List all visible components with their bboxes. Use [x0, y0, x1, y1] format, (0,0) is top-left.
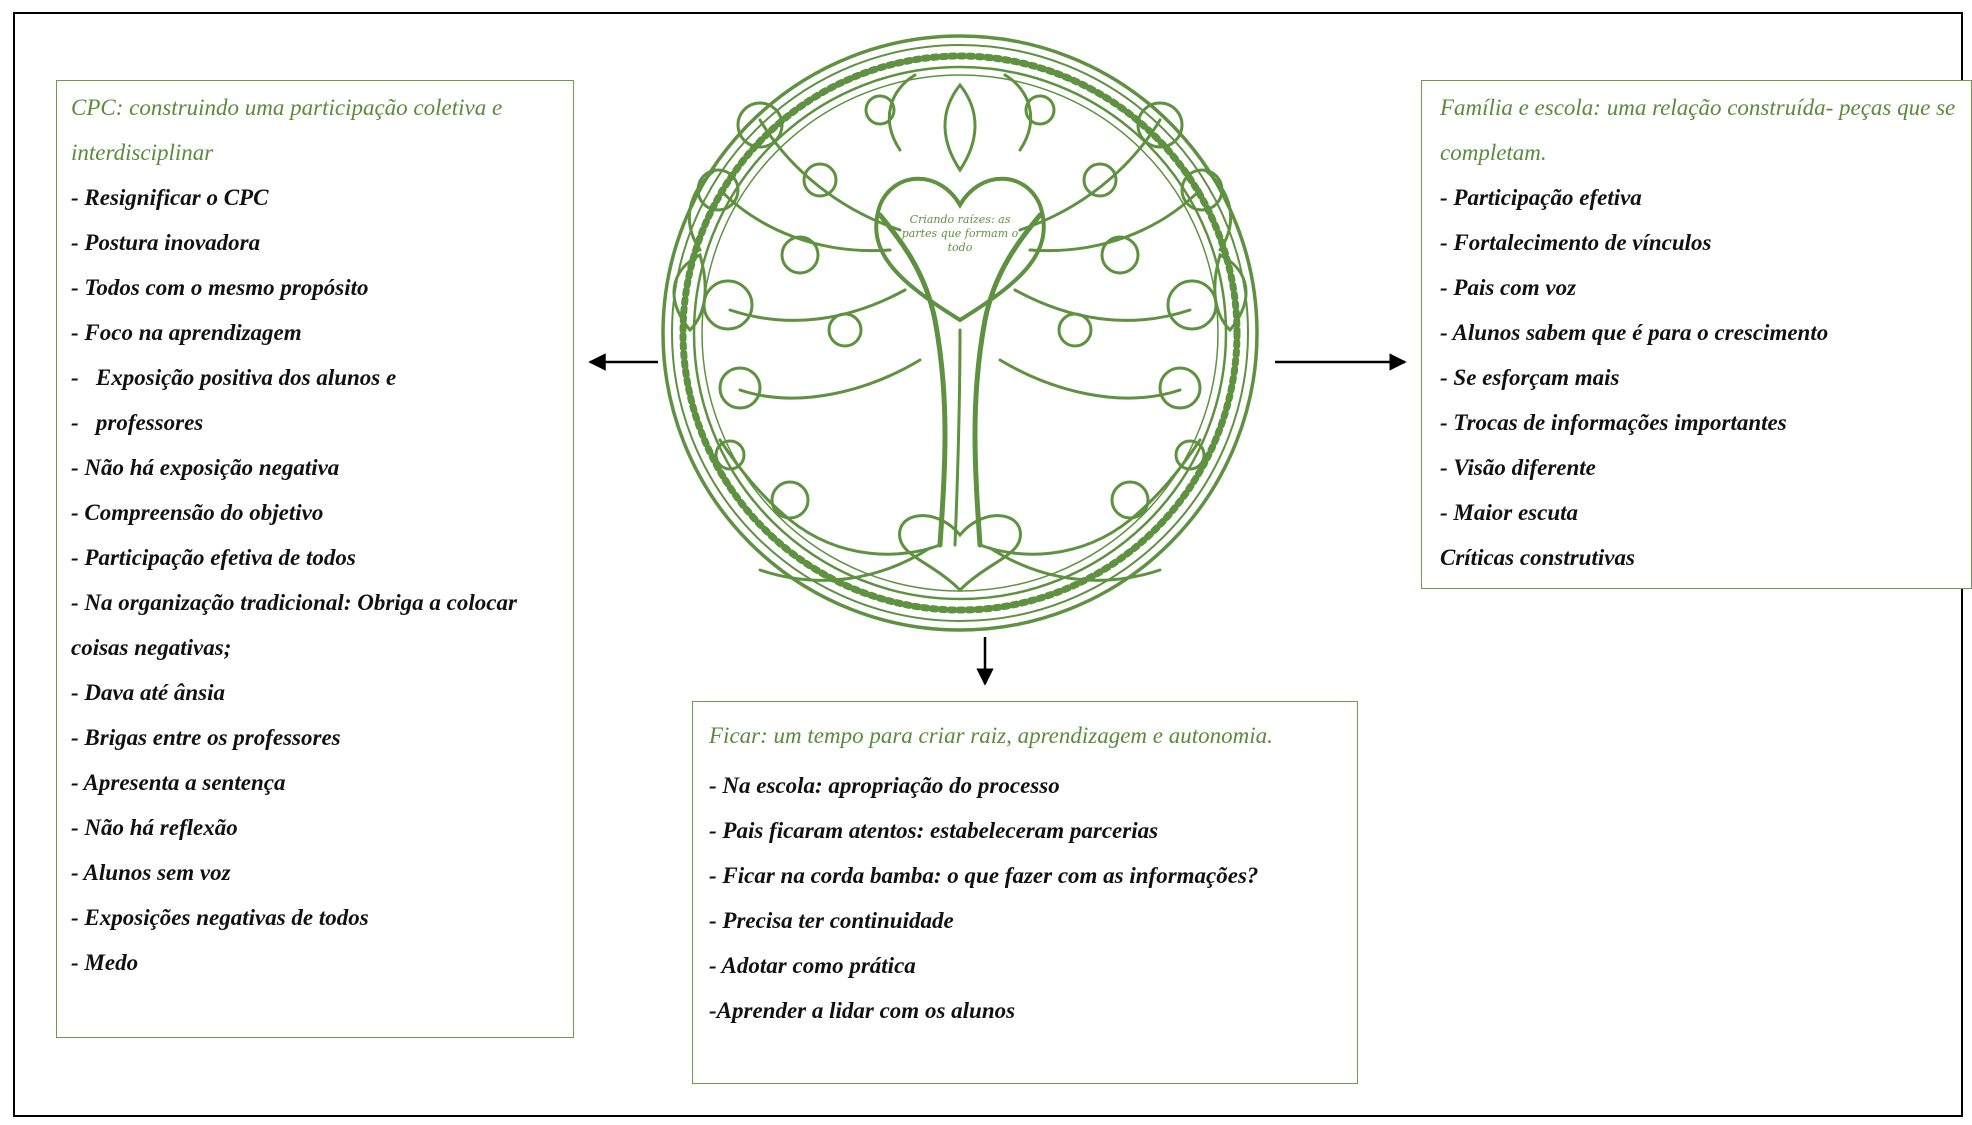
- list-item: - professores: [71, 410, 204, 435]
- list-item: - Participação efetiva: [1440, 185, 1642, 210]
- familia-escola-box: Família e escola: uma relação construída…: [1421, 80, 1972, 589]
- list-item: - Ficar na corda bamba: o que fazer com …: [709, 863, 1259, 888]
- list-item: - Pais com voz: [1440, 275, 1577, 300]
- list-item: - Exposições negativas de todos: [71, 905, 369, 930]
- ficar-box: Ficar: um tempo para criar raiz, aprendi…: [692, 701, 1358, 1084]
- list-item: - Adotar como prática: [709, 953, 916, 978]
- list-item: - Todos com o mesmo propósito: [71, 275, 369, 300]
- list-item: - Brigas entre os professores: [71, 725, 341, 750]
- list-item: - Resignificar o CPC: [71, 185, 269, 210]
- list-item: - Não há reflexão: [71, 815, 238, 840]
- familia-escola-box-title: Família e escola: uma relação construída…: [1440, 95, 1956, 165]
- list-item: - Na organização tradicional: Obriga a c…: [71, 590, 517, 615]
- ficar-box-title: Ficar: um tempo para criar raiz, aprendi…: [709, 723, 1273, 748]
- list-item: - Se esforçam mais: [1440, 365, 1620, 390]
- list-item: - Pais ficaram atentos: estabeleceram pa…: [709, 818, 1159, 843]
- list-item: - Maior escuta: [1440, 500, 1578, 525]
- list-item: - Participação efetiva de todos: [71, 545, 356, 570]
- list-item: coisas negativas;: [71, 635, 232, 660]
- cpc-box: CPC: construindo uma participação coleti…: [56, 80, 574, 1038]
- list-item: - Apresenta a sentença: [71, 770, 286, 795]
- list-item: - Precisa ter continuidade: [709, 908, 954, 933]
- list-item: - Compreensão do objetivo: [71, 500, 324, 525]
- list-item: - Dava até ânsia: [71, 680, 225, 705]
- cpc-box-title: CPC: construindo uma participação coleti…: [71, 95, 503, 165]
- list-item: - Postura inovadora: [71, 230, 261, 255]
- list-item: - Foco na aprendizagem: [71, 320, 302, 345]
- list-item: - Fortalecimento de vínculos: [1440, 230, 1712, 255]
- list-item: - Não há exposição negativa: [71, 455, 340, 480]
- emblem-text: Criando raízes: as partes que formam o t…: [901, 213, 1019, 254]
- list-item: - Visão diferente: [1440, 455, 1596, 480]
- list-item: - Exposição positiva dos alunos e: [71, 365, 397, 390]
- list-item: - Alunos sabem que é para o crescimento: [1440, 320, 1829, 345]
- list-item: -Aprender a lidar com os alunos: [709, 998, 1016, 1023]
- list-item: Críticas construtivas: [1440, 545, 1635, 570]
- list-item: - Alunos sem voz: [71, 860, 231, 885]
- list-item: - Trocas de informações importantes: [1440, 410, 1787, 435]
- tree-of-life-emblem: [661, 34, 1259, 632]
- list-item: - Medo: [71, 950, 139, 975]
- list-item: - Na escola: apropriação do processo: [709, 773, 1060, 798]
